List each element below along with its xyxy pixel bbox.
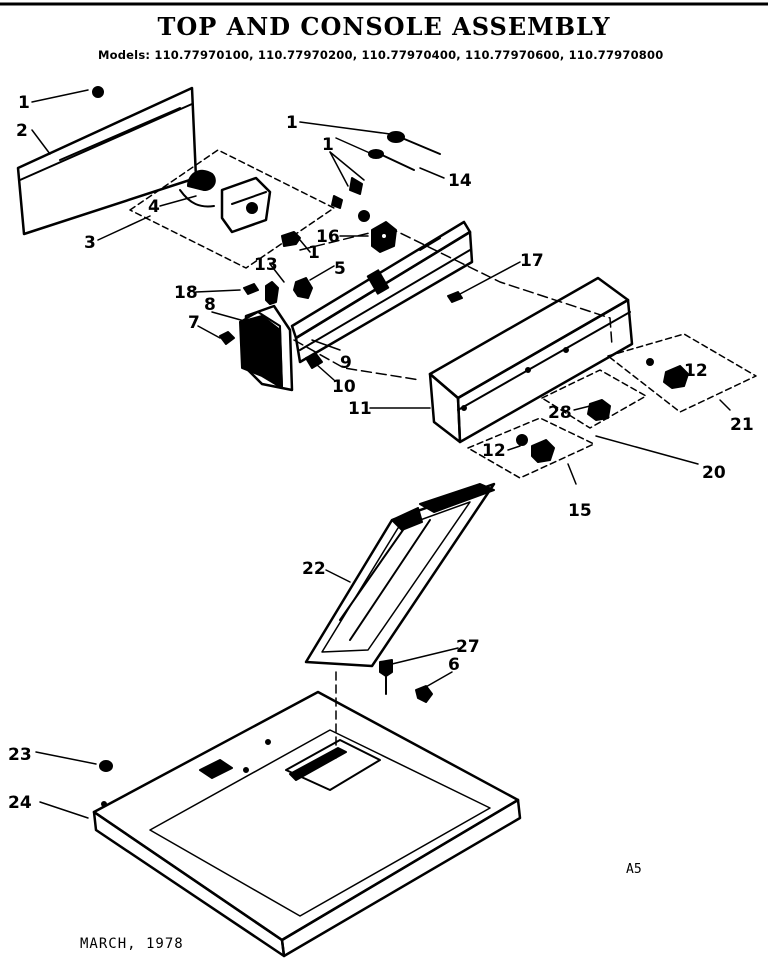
callout-label: 14 (448, 171, 472, 191)
callout-label: 12 (482, 441, 506, 461)
callout-label: 21 (730, 415, 754, 435)
callout-label: 1 (308, 243, 320, 263)
page-code: A5 (626, 862, 642, 877)
callout-label: 9 (340, 353, 352, 373)
part-switch-block (239, 304, 294, 392)
callout-label: 20 (702, 463, 726, 483)
callout-label: 28 (548, 403, 572, 423)
callout-label: 1 (286, 113, 298, 133)
model-numbers: Models: 110.77970100, 110.77970200, 110.… (98, 48, 664, 62)
callout-label: 24 (8, 793, 32, 813)
part-control-panel (428, 276, 634, 444)
callout-label: 12 (684, 361, 708, 381)
part-screw-23 (99, 760, 113, 772)
part-console-channel (290, 220, 474, 364)
callout-label: 18 (174, 283, 198, 303)
callout-label: 6 (448, 655, 460, 675)
part-bracket-16 (371, 221, 397, 253)
part-frame-22 (304, 482, 496, 668)
callout-label: 8 (204, 295, 216, 315)
diagram-date: MARCH, 1978 (80, 936, 184, 952)
callout-label: 4 (148, 197, 160, 217)
part-small-fittings (219, 231, 463, 369)
callout-label: 10 (332, 377, 356, 397)
callout-label: 3 (84, 233, 96, 253)
part-rear-panel (16, 86, 198, 236)
part-timer-group (129, 149, 335, 269)
callout-label: 17 (520, 251, 544, 271)
assembly-outline (299, 227, 613, 347)
part-knob-box-21 (607, 333, 757, 413)
callout-label: 7 (188, 313, 200, 333)
callout-label: 1 (18, 93, 30, 113)
part-screws-lower (379, 659, 433, 703)
callout-label: 15 (568, 501, 592, 521)
callout-label: 5 (334, 259, 346, 279)
part-knob-box-20 (541, 369, 647, 429)
part-screws-upper (331, 131, 441, 222)
callout-numbers: 1 2 3 4 1 1 14 16 1 13 5 17 18 8 7 9 10 … (8, 93, 754, 813)
callout-label: 23 (8, 745, 32, 765)
part-cabinet-top (92, 671, 522, 958)
leader-lines (31, 89, 731, 819)
callout-label: 11 (348, 399, 372, 419)
callout-label: 27 (456, 637, 480, 657)
part-knob-box-15 (467, 417, 595, 479)
callout-label: 1 (322, 135, 334, 155)
callout-label: 13 (254, 255, 278, 275)
callout-label: 22 (302, 559, 326, 579)
callout-label: 16 (316, 227, 340, 247)
callout-label: 2 (16, 121, 28, 141)
diagram-title: TOP AND CONSOLE ASSEMBLY (157, 12, 611, 41)
